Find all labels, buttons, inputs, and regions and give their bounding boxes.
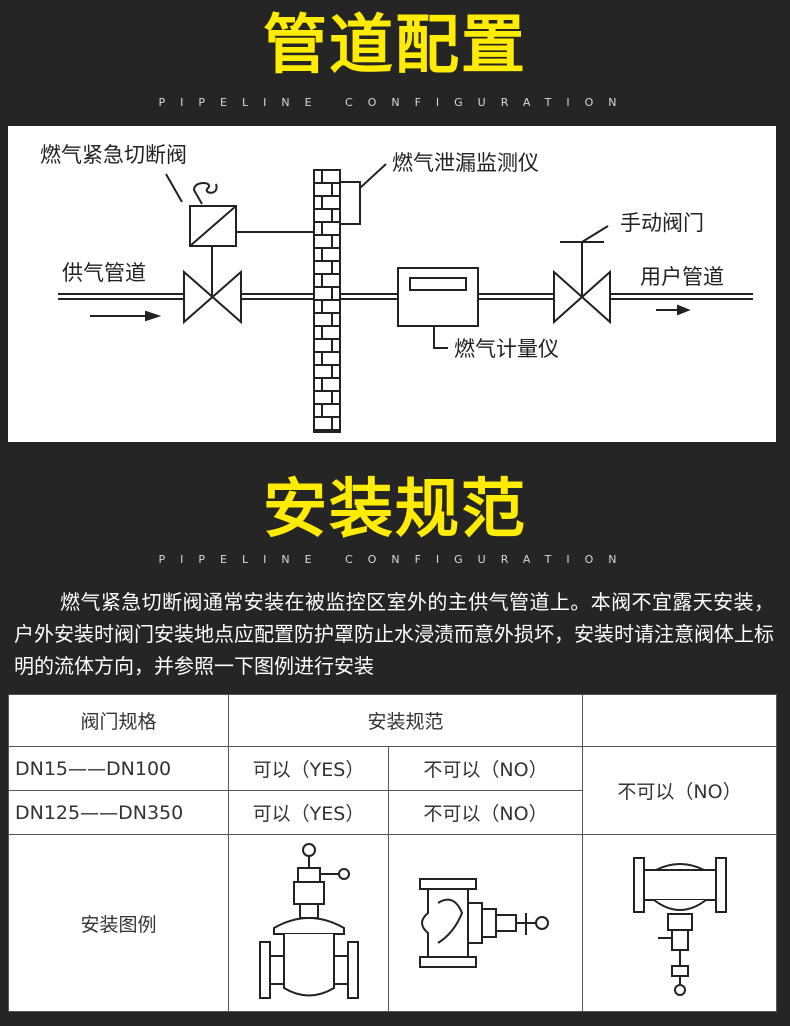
label-supply-pipe: 供气管道 — [62, 261, 146, 285]
emergency-valve-icon — [183, 182, 314, 325]
header-blank — [582, 694, 778, 747]
row-dn15-upright: 可以（YES） — [228, 746, 389, 791]
section-subtitle-pipeline: PIPELINE CONFIGURATION — [158, 96, 632, 109]
inverted-not-allowed: 不可以（NO） — [582, 746, 778, 835]
example-upright — [228, 834, 389, 1012]
leak-monitor-icon — [339, 163, 387, 225]
row-spec-dn125: DN125——DN350 — [8, 790, 229, 835]
example-label: 安装图例 — [8, 834, 229, 1012]
row-spec-dn15: DN15——DN100 — [8, 746, 229, 791]
header-install-spec: 安装规范 — [227, 694, 584, 747]
valve-inverted-icon — [632, 857, 727, 996]
example-inverted — [582, 834, 778, 1012]
header-valve-spec: 阀门规格 — [8, 694, 229, 747]
label-leak-monitor: 燃气泄漏监测仪 — [392, 151, 539, 175]
label-manual-valve: 手动阀门 — [620, 211, 704, 235]
row-dn125-upright: 可以（YES） — [228, 790, 389, 835]
section-title-installation: 安装规范 — [263, 473, 527, 547]
section-title-pipeline: 管道配置 — [263, 9, 527, 83]
label-user-pipe: 用户管道 — [640, 265, 724, 289]
pipeline-diagram: 燃气紧急切断阀 燃气泄漏监测仪 手动阀门 供气管道 用户管道 燃气计量仪 — [8, 126, 776, 442]
section-subtitle-installation: PIPELINE CONFIGURATION — [158, 553, 632, 566]
valve-upright-icon — [258, 843, 359, 999]
manual-valve-icon — [553, 225, 611, 325]
gas-meter-icon — [397, 267, 479, 349]
pipeline-diagram-svg: 燃气紧急切断阀 燃气泄漏监测仪 手动阀门 供气管道 用户管道 燃气计量仪 — [40, 143, 753, 433]
label-gas-meter: 燃气计量仪 — [454, 337, 559, 361]
spec-table: 阀门规格 安装规范 DN15——DN100 可以（YES） 不可以（NO） 不可… — [8, 694, 778, 1012]
valve-horizontal-icon — [418, 878, 549, 968]
flow-arrow-icon — [90, 304, 691, 322]
example-horizontal — [387, 834, 584, 1012]
row-dn15-horizontal: 不可以（NO） — [387, 746, 584, 791]
installation-paragraph: 燃气紧急切断阀通常安装在被监控区室外的主供气管道上。本阀不宜露天安装，户外安装时… — [14, 590, 774, 678]
label-emergency-valve: 燃气紧急切断阀 — [40, 143, 187, 167]
row-dn125-horizontal: 不可以（NO） — [387, 790, 584, 835]
